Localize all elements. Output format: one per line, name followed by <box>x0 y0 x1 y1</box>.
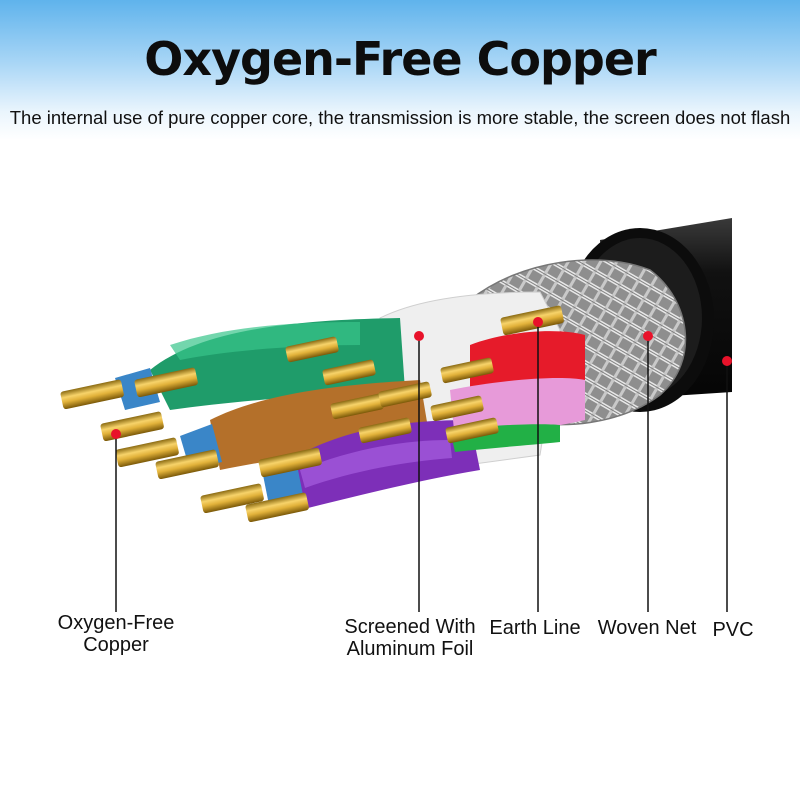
copper-conductor-pins <box>60 305 564 523</box>
label-oxygen-free-copper: Oxygen-Free Copper <box>46 612 186 656</box>
page-subtitle: The internal use of pure copper core, th… <box>9 107 791 128</box>
header-gradient-band <box>0 0 800 140</box>
marker-woven <box>643 331 653 341</box>
label-foil-line2: Aluminum Foil <box>346 638 474 660</box>
label-woven-net: Woven Net <box>597 617 697 639</box>
label-copper-line2: Copper <box>83 634 149 656</box>
marker-copper <box>111 429 121 439</box>
page-title: Oxygen-Free Copper <box>144 32 656 86</box>
label-aluminum-foil: Screened With Aluminum Foil <box>335 616 485 660</box>
callout-markers <box>111 317 732 439</box>
callout-lines <box>115 322 728 612</box>
marker-earth <box>533 317 543 327</box>
marker-foil <box>414 331 424 341</box>
marker-pvc <box>722 356 732 366</box>
label-earth-line: Earth Line <box>489 617 581 639</box>
label-foil-line1: Screened With <box>344 616 476 638</box>
label-pvc: PVC <box>712 619 754 641</box>
label-copper-line1: Oxygen-Free <box>57 612 175 634</box>
purple-pair <box>262 420 480 510</box>
